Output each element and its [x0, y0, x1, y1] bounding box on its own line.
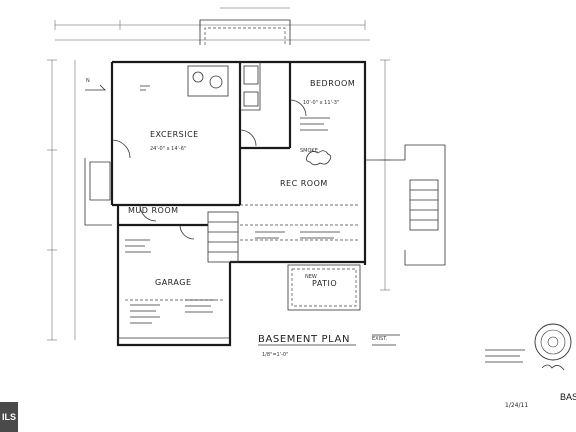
- watermark-badge: ILS: [0, 402, 18, 432]
- exist-note: EXIST.: [372, 336, 388, 342]
- bedroom-size-note: 10'-0" x 11'-3": [303, 100, 339, 106]
- drawing-title: BASEMENT PLAN: [258, 334, 350, 345]
- room-label-rec-room: REC ROOM: [280, 179, 328, 188]
- new-note: NEW: [305, 274, 317, 280]
- room-label-patio: PATIO: [312, 279, 337, 288]
- exercise-size-note: 24'-0" x 14'-6": [150, 146, 186, 152]
- drawing-scale: 1/8"=1'-0": [262, 352, 288, 358]
- sheet-number: 1/24/11: [505, 402, 529, 409]
- room-label-mud-room: MUD ROOM: [128, 206, 179, 215]
- smoke-note: SMOKE: [300, 148, 318, 154]
- room-label-garage: GARAGE: [155, 278, 192, 287]
- engineer-seal-icon: [534, 323, 572, 361]
- room-label-exercise: EXCERSICE: [150, 130, 199, 139]
- svg-text:N: N: [86, 78, 90, 84]
- room-label-bedroom: BEDROOM: [310, 79, 355, 88]
- watermark-corner-text: BAS: [560, 392, 576, 402]
